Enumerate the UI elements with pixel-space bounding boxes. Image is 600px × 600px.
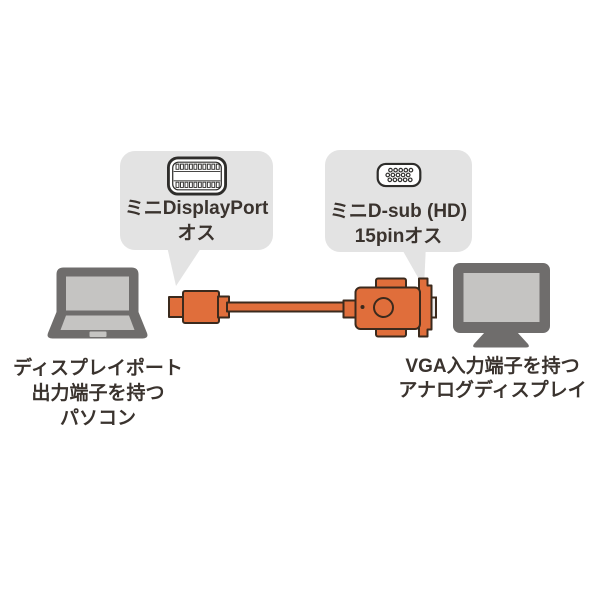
- monitor-screen: [463, 273, 540, 322]
- callout-mini-displayport: ミニDisplayPort オス: [120, 151, 273, 250]
- vga-body-dot: [360, 305, 365, 309]
- cable-cord: [226, 301, 347, 313]
- laptop-keyboard: [60, 315, 135, 330]
- display-caption: VGA入力端子を持つ アナログディスプレイ: [390, 355, 595, 403]
- mini-dsub-hd15-icon: [376, 162, 421, 188]
- callout-mini-displayport-line2: オス: [177, 223, 216, 244]
- callout-mini-dsub-line1: ミニD-sub (HD): [329, 201, 468, 222]
- laptop-caption-line3: パソコン: [59, 408, 136, 429]
- display-caption-line2: アナログディスプレイ: [398, 380, 587, 401]
- vga-body-ring: [373, 297, 394, 318]
- minidp-plug-tip: [168, 296, 185, 318]
- vga-connector-body: [354, 286, 421, 330]
- laptop-screen: [66, 276, 129, 311]
- callout-mini-dsub-line2: 15pinオス: [354, 226, 443, 247]
- callout-tail-right: [399, 244, 426, 288]
- display-caption-line1: VGA入力端子を持つ: [405, 356, 580, 377]
- laptop-caption-line1: ディスプレイポート: [13, 358, 183, 379]
- monitor-icon: [453, 263, 550, 348]
- mini-displayport-icon: [166, 156, 227, 196]
- laptop-trackpad: [89, 331, 107, 337]
- minidp-plug-body: [182, 290, 220, 324]
- callout-mini-displayport-line1: ミニDisplayPort: [124, 198, 269, 219]
- laptop-caption-line2: 出力端子を持つ: [31, 383, 165, 404]
- callout-mini-dsub: ミニD-sub (HD) 15pinオス: [325, 150, 472, 252]
- cable-icon: [168, 277, 437, 338]
- vga-plug-nose: [418, 277, 433, 338]
- laptop-caption: ディスプレイポート 出力端子を持つ パソコン: [0, 356, 196, 431]
- callout-tail-left: [166, 242, 205, 286]
- monitor-stand: [473, 332, 529, 348]
- laptop-icon: [47, 267, 148, 339]
